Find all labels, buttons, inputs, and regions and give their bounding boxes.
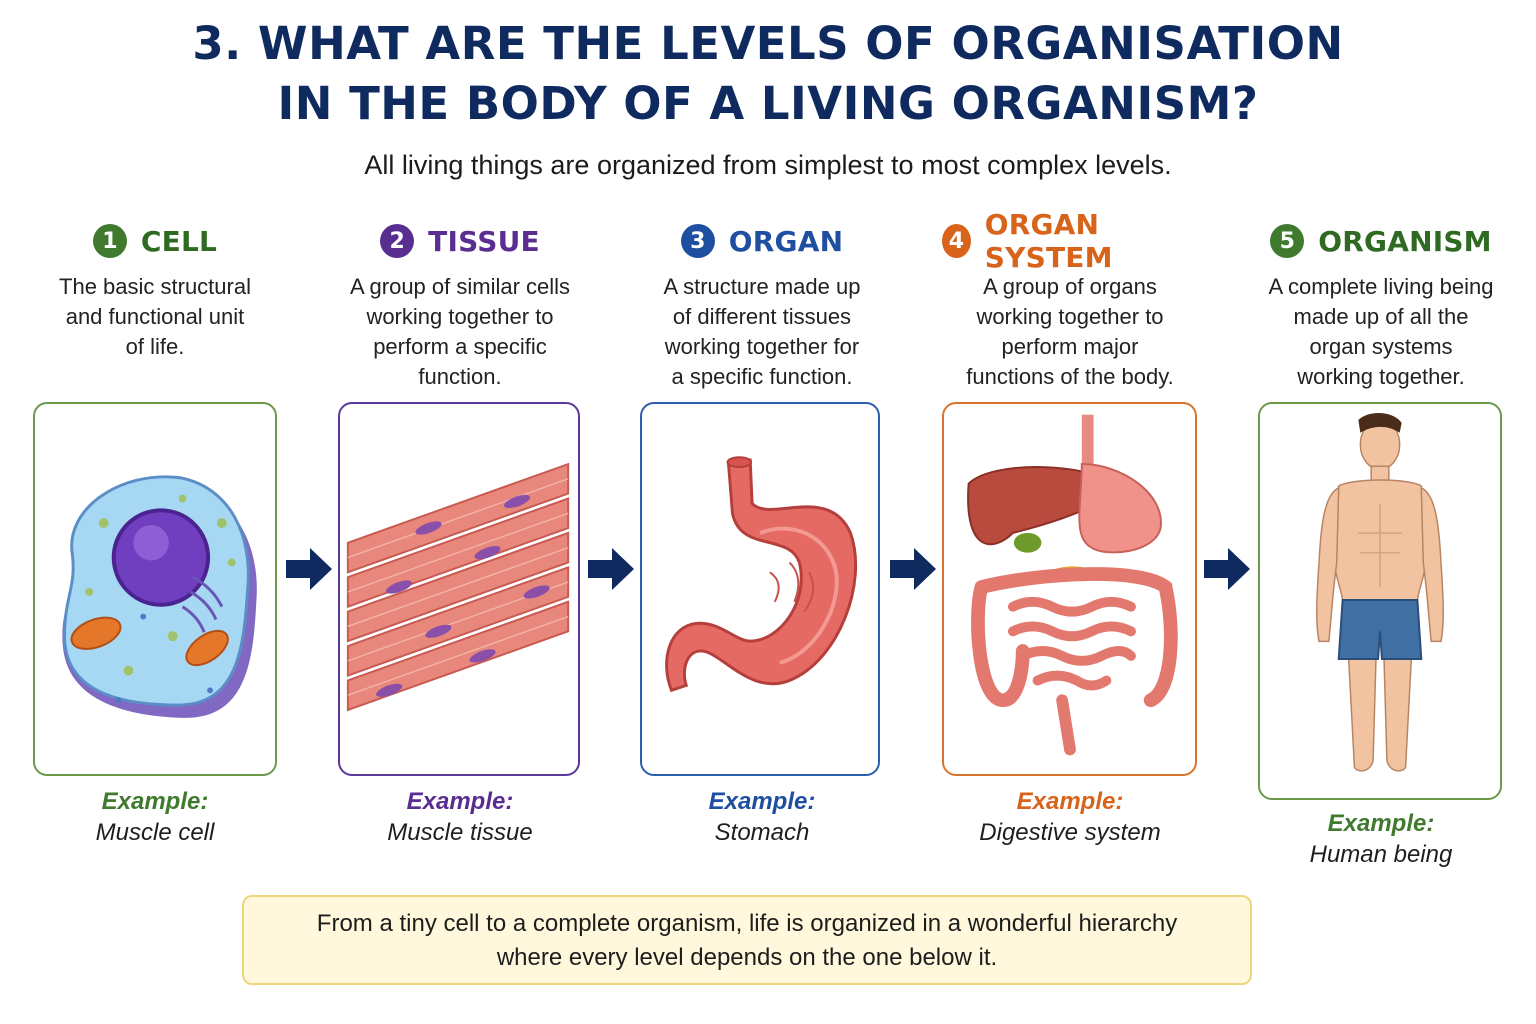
human-body-icon — [1316, 412, 1444, 772]
level-description: A structure made up of different tissues… — [663, 274, 861, 389]
example-value: Muscle cell — [95, 819, 215, 846]
level-name: CELL — [140, 224, 218, 258]
level-name: ORGAN SYSTEM — [984, 208, 1113, 274]
muscle-tissue-icon — [346, 462, 570, 712]
level-name: ORGAN — [728, 224, 844, 258]
digestive-system-icon — [967, 414, 1178, 756]
arrow-right-icon — [890, 548, 936, 590]
level-number-badge: 3 — [680, 224, 715, 258]
summary-note: From a tiny cell to a complete organism,… — [242, 895, 1252, 985]
level-tissue: 2 TISSUE A group of similar cells workin… — [338, 222, 582, 882]
level-description: A group of similar cells working togethe… — [349, 274, 571, 389]
page-title: 3. WHAT ARE THE LEVELS OF ORGANISATION I… — [0, 14, 1536, 134]
arrow-right-icon — [588, 548, 634, 590]
level-number-badge: 5 — [1270, 224, 1305, 258]
example-label: Example: — [708, 788, 816, 815]
example-value: Human being — [1309, 841, 1453, 868]
level-description: A group of organs working together to pe… — [966, 274, 1174, 389]
title-line-1: 3. WHAT ARE THE LEVELS OF ORGANISATION — [192, 17, 1344, 70]
level-header: 3 ORGAN — [640, 222, 884, 260]
example: Example: Human being — [1256, 808, 1506, 870]
example: Example: Stomach — [640, 786, 884, 848]
arrow-right-icon — [1204, 548, 1250, 590]
cell-card — [33, 402, 277, 776]
level-cell: 1 CELL The basic structural and function… — [30, 222, 280, 882]
level-number-badge: 4 — [942, 224, 971, 258]
level-header: 5 ORGANISM — [1256, 222, 1506, 260]
level-header: 1 CELL — [30, 222, 280, 260]
summary-line-2: where every level depends on the one bel… — [496, 944, 998, 971]
cell-icon — [62, 475, 257, 718]
level-header: 4 ORGAN SYSTEM — [942, 208, 1198, 274]
tissue-card — [338, 402, 580, 776]
example-label: Example: — [1327, 810, 1435, 837]
level-name: ORGANISM — [1318, 224, 1492, 258]
level-organ-system: 4 ORGAN SYSTEM A group of organs working… — [942, 208, 1198, 882]
example: Example: Muscle cell — [30, 786, 280, 848]
level-number-badge: 1 — [92, 224, 127, 258]
example-label: Example: — [101, 788, 209, 815]
example-value: Digestive system — [979, 819, 1161, 846]
level-description: The basic structural and functional unit… — [59, 274, 251, 359]
organ-card — [640, 402, 880, 776]
organ-system-card — [942, 402, 1197, 776]
example-label: Example: — [1016, 788, 1124, 815]
stomach-icon — [665, 456, 858, 693]
subtitle: All living things are organized from sim… — [364, 150, 1172, 180]
level-description: A complete living being made up of all t… — [1268, 274, 1494, 389]
level-number-badge: 2 — [380, 224, 415, 258]
organism-card — [1258, 402, 1502, 800]
arrow-right-icon — [286, 548, 332, 590]
level-organ: 3 ORGAN A structure made up of different… — [640, 222, 884, 882]
title-line-2: IN THE BODY OF A LIVING ORGANISM? — [277, 77, 1259, 130]
example: Example: Muscle tissue — [338, 786, 582, 848]
level-name: TISSUE — [428, 224, 540, 258]
example-value: Stomach — [714, 819, 810, 846]
level-header: 2 TISSUE — [338, 222, 582, 260]
example: Example: Digestive system — [942, 786, 1198, 848]
level-organism: 5 ORGANISM A complete living being made … — [1256, 222, 1506, 882]
example-value: Muscle tissue — [387, 819, 533, 846]
example-label: Example: — [406, 788, 514, 815]
summary-line-1: From a tiny cell to a complete organism,… — [316, 910, 1178, 937]
